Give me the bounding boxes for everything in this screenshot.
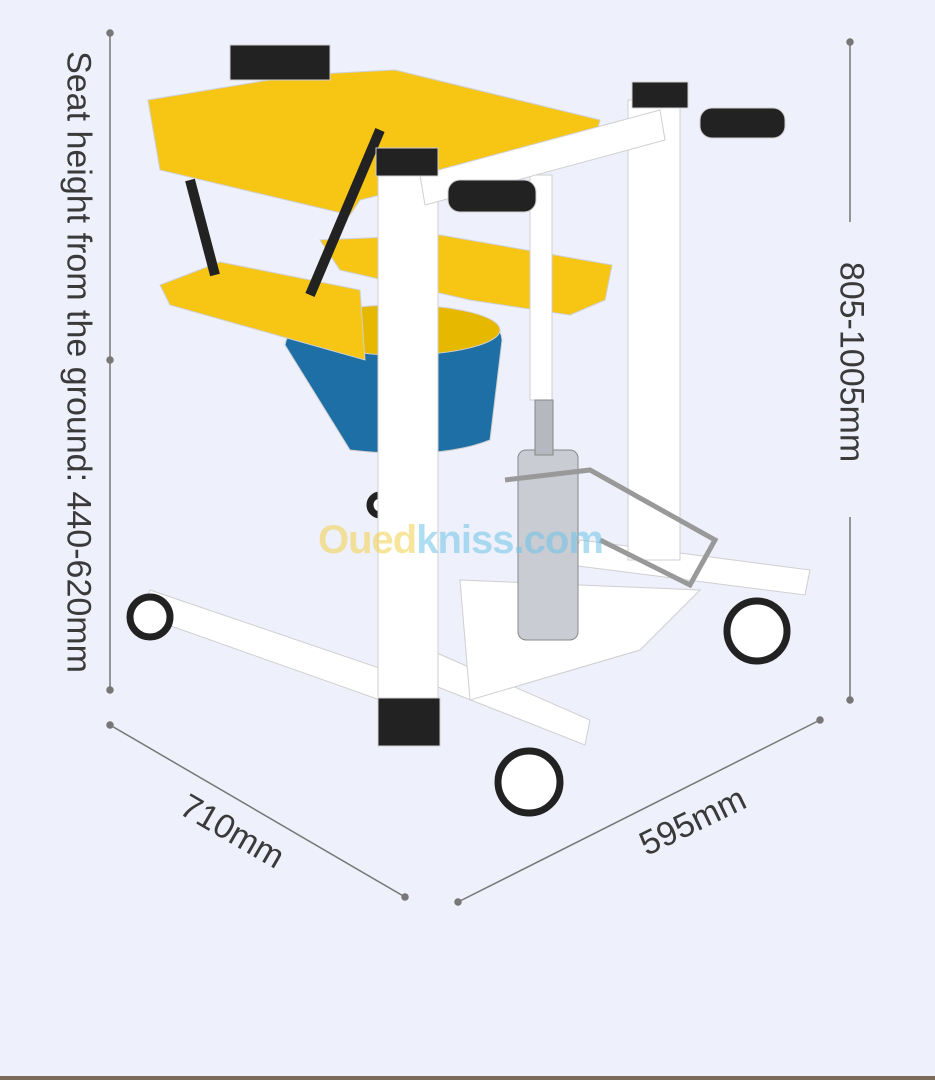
bottom-edge — [0, 1076, 935, 1080]
dimension-lines — [106, 29, 854, 906]
watermark-part: .com — [513, 518, 604, 562]
watermark-logo: Ouedkniss.com — [318, 518, 604, 563]
watermark-part: Oued — [318, 518, 417, 562]
seat-height-label: Seat height from the ground: 440-620mm — [59, 51, 98, 673]
transfer-chair — [126, 44, 811, 817]
watermark-part: kniss — [416, 518, 514, 562]
overall-height-label: 805-1005mm — [832, 261, 871, 463]
